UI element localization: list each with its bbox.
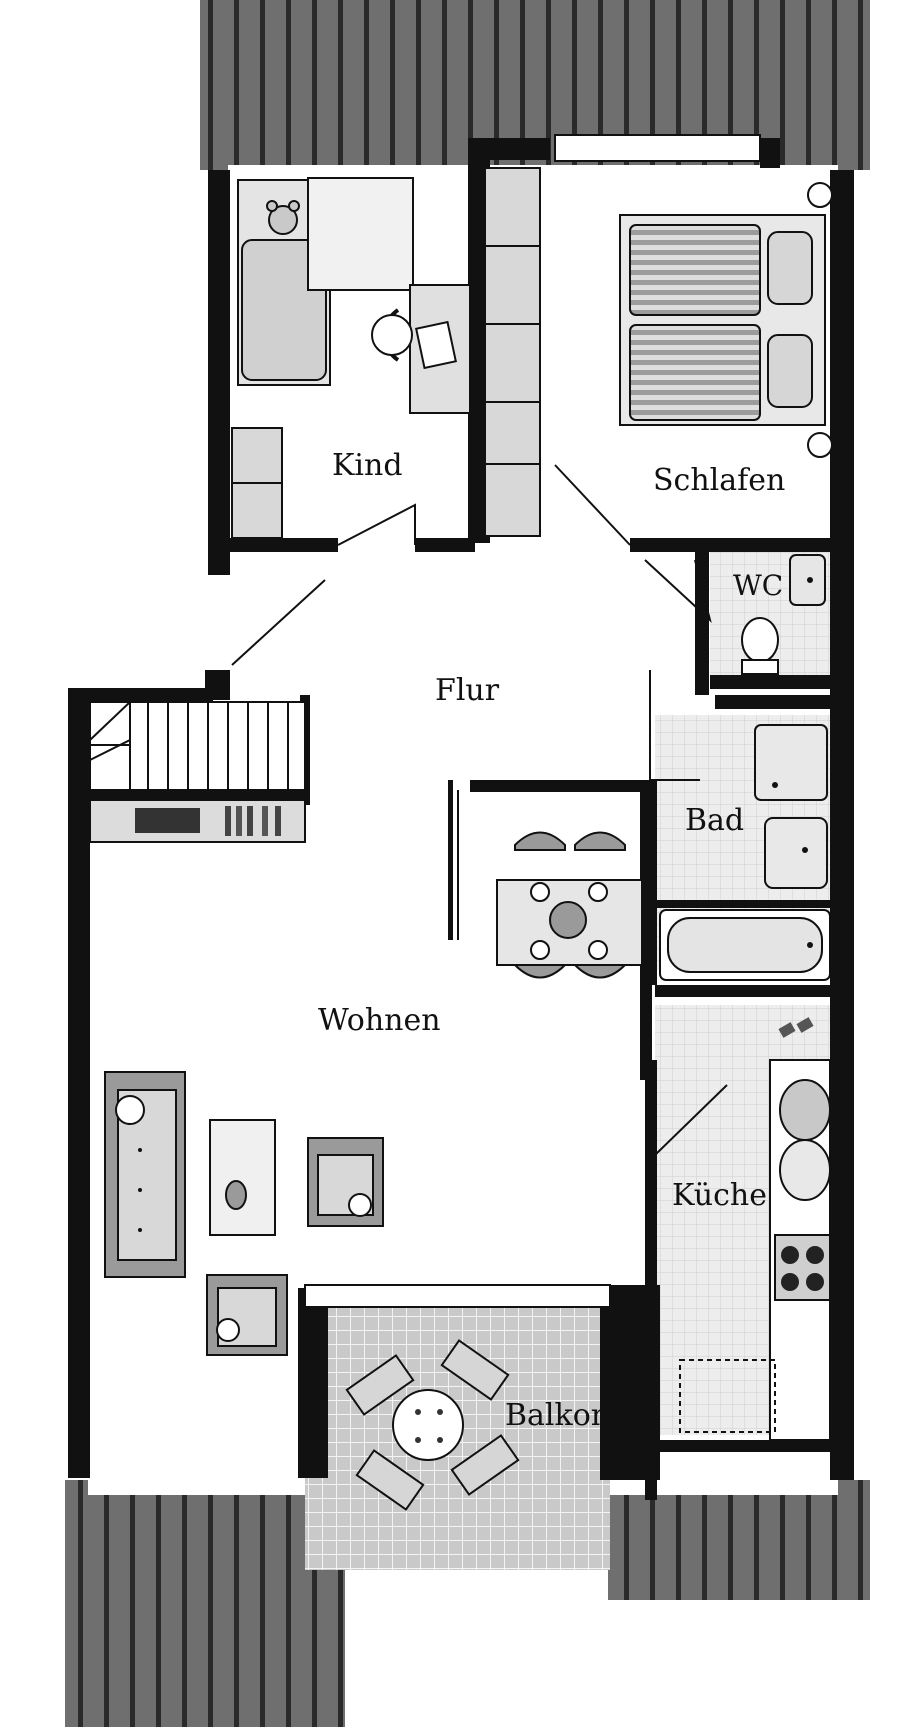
roof-top-notch bbox=[265, 0, 870, 55]
room-label-wohnen: Wohnen bbox=[318, 1003, 441, 1038]
armchair-icon bbox=[307, 1137, 384, 1227]
bathtub-icon bbox=[659, 909, 831, 981]
kitchen-table bbox=[679, 1359, 776, 1433]
balcony-table-icon bbox=[345, 1339, 520, 1511]
nightstand-lamps bbox=[807, 182, 833, 458]
wardrobe-icon bbox=[484, 167, 541, 537]
coffee-table-icon bbox=[209, 1119, 276, 1236]
sofa-icon bbox=[104, 1071, 186, 1278]
schlafen-window bbox=[554, 134, 761, 162]
walls bbox=[68, 138, 854, 1500]
room-label-schlafen: Schlafen bbox=[653, 463, 785, 498]
dining-table-icon bbox=[496, 831, 643, 979]
teddy-icon bbox=[266, 200, 300, 235]
room-label-kind: Kind bbox=[332, 448, 403, 483]
shower-icon bbox=[754, 724, 828, 801]
roof-areas bbox=[65, 0, 870, 1727]
roof-bottom-left bbox=[65, 1480, 345, 1727]
media-console bbox=[89, 799, 306, 843]
desk-icon bbox=[371, 284, 471, 414]
room-label-balkon: Balkon bbox=[505, 1398, 610, 1433]
kind-shelf bbox=[307, 177, 414, 291]
armchair-icon-2 bbox=[206, 1274, 288, 1356]
door-swings bbox=[231, 464, 728, 1156]
sink-icon bbox=[789, 554, 826, 606]
toilet-icon bbox=[741, 617, 779, 675]
room-label-bad: Bad bbox=[685, 803, 744, 838]
stove-icon bbox=[774, 1234, 831, 1301]
room-label-wc: WC bbox=[733, 569, 783, 602]
kind-cabinets bbox=[231, 427, 283, 539]
double-bed-icon bbox=[619, 214, 826, 426]
bath-sink-icon bbox=[764, 817, 828, 889]
room-label-kueche: Küche bbox=[672, 1178, 767, 1213]
stairs-icon bbox=[89, 701, 306, 791]
room-label-flur: Flur bbox=[435, 673, 500, 708]
kitchen-sink-icon bbox=[779, 1079, 831, 1201]
